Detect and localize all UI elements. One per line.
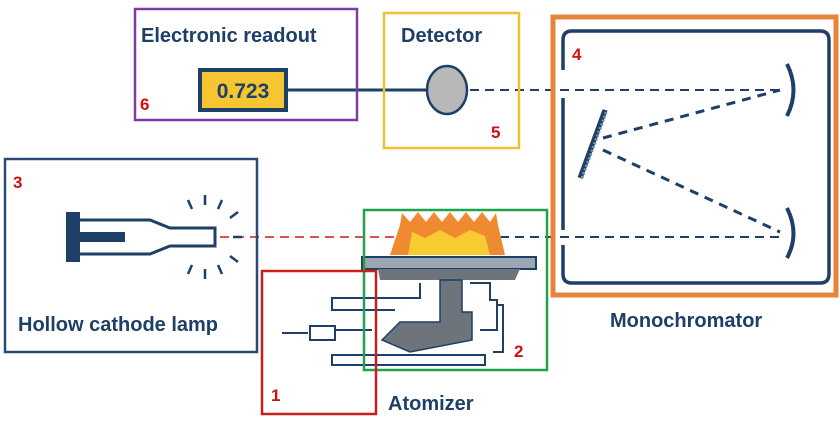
readout-display <box>198 68 288 112</box>
box-5-detector <box>382 11 521 150</box>
marker-4: 4 <box>572 45 582 64</box>
detector-icon <box>425 64 469 116</box>
box-4-monochromator <box>550 14 839 298</box>
box-1-nebulizer <box>260 269 378 416</box>
mirror-bottom-icon <box>785 207 796 259</box>
flame-icon <box>390 212 505 255</box>
burner-icon <box>282 256 537 366</box>
mirror-top-icon <box>785 63 796 117</box>
readout-label: Electronic readout <box>141 25 317 47</box>
hollow-cathode-lamp-icon <box>66 195 242 279</box>
detector-label: Detector <box>401 25 482 47</box>
box-3-lamp <box>3 157 259 354</box>
beam-grating-top <box>602 88 781 140</box>
marker-5: 5 <box>491 123 500 142</box>
marker-3: 3 <box>13 173 22 192</box>
marker-2: 2 <box>514 342 523 361</box>
monochromator-housing <box>561 29 831 285</box>
beam-grating-bottom <box>602 148 781 234</box>
monochromator-label: Monochromator <box>610 310 762 332</box>
lamp-label: Hollow cathode lamp <box>18 314 218 336</box>
box-2-atomizer <box>362 208 549 372</box>
readout-value: 0.723 <box>217 80 270 103</box>
atomizer-label: Atomizer <box>388 393 474 415</box>
grating-icon <box>577 109 609 179</box>
marker-6: 6 <box>140 95 149 114</box>
marker-1: 1 <box>271 386 280 405</box>
box-6-readout <box>133 7 359 122</box>
